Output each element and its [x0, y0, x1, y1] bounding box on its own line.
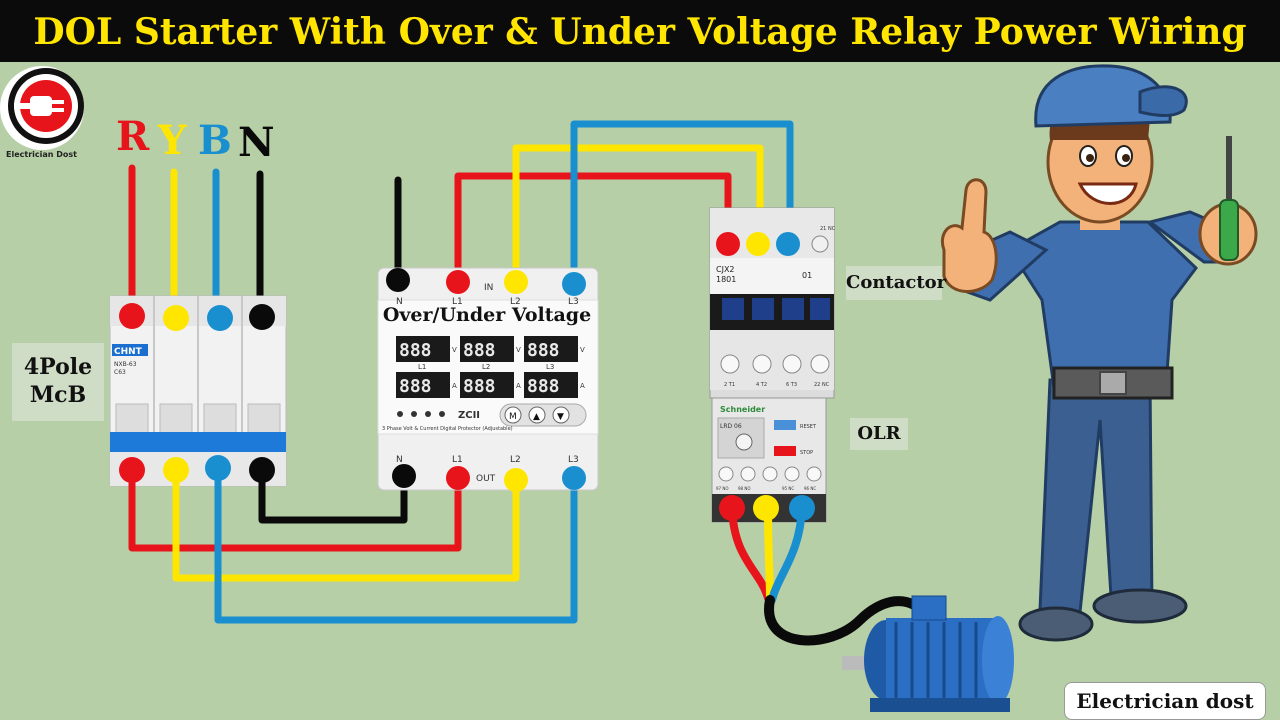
relay-top-terminals	[386, 268, 586, 296]
mcb-model: NXB-63	[114, 361, 137, 368]
relay-terminal-l2-top: L2	[510, 297, 521, 307]
olr-term-2: 98 NO	[738, 486, 751, 491]
olr-label: OLR	[850, 418, 908, 450]
relay-button-up: ▲	[533, 412, 540, 422]
relay-bottom-terminals	[392, 464, 586, 492]
unit-a-1: A	[452, 382, 457, 390]
olr-model: LRD 06	[720, 423, 742, 430]
olr-to-motor-wires	[728, 504, 935, 646]
relay-terminal-n-bottom: N	[396, 455, 403, 465]
contactor-aux: 01	[802, 271, 812, 280]
display-v-l3: 888	[527, 340, 560, 361]
contactor: CJX2 1801 01 2 T1 4 T2 6 T3 22 NC 21 NC	[709, 207, 836, 399]
relay-terminal-l1-bottom: L1	[452, 455, 463, 465]
brand-watermark: Electrician dost	[1064, 682, 1266, 720]
unit-a-3: A	[580, 382, 585, 390]
phase-label-b: B	[198, 117, 232, 164]
olr-term-3: 95 NC	[782, 486, 794, 491]
sub-label-l1: L1	[418, 363, 426, 371]
voltage-relay: IN OUT N L1 L2 L3 888 888 888 888 888 88…	[377, 267, 599, 491]
olr-term-1: 97 NO	[716, 486, 729, 491]
phase-label-r: R	[116, 113, 150, 160]
phase-label-n: N	[238, 119, 275, 166]
relay-terminal-l3-bottom: L3	[568, 455, 579, 465]
technician-icon	[941, 64, 1258, 642]
motor-icon	[842, 595, 1014, 712]
unit-v-2: V	[516, 346, 521, 354]
contactor-term-b4: 22 NC	[814, 382, 830, 388]
phase-label-y: Y	[157, 117, 187, 164]
page-title: DOL Starter With Over & Under Voltage Re…	[33, 11, 1247, 53]
olr-term-4: 96 NC	[804, 486, 816, 491]
sub-label-l3: L3	[546, 363, 554, 371]
relay-button-down: ▼	[557, 412, 564, 422]
contactor-term-t4: 21 NC	[820, 226, 836, 232]
olr-bottom-terminals	[719, 495, 815, 521]
contactor-term-b3: 6 T3	[786, 382, 797, 388]
unit-v-3: V	[580, 346, 585, 354]
display-v-l1: 888	[399, 340, 432, 361]
relay-displays: 888 888 888 888 888 888 V V V A A A L1 L…	[396, 336, 585, 398]
olr-reset: RESET	[800, 424, 817, 430]
plug-icon	[0, 66, 84, 150]
relay-out-label: OUT	[476, 474, 496, 484]
contactor-term-b1: 2 T1	[724, 382, 735, 388]
relay-terminal-l2-bottom: L2	[510, 455, 521, 465]
mcb-top-terminals	[119, 303, 275, 331]
relay-in-label: IN	[484, 283, 493, 293]
mcb-to-relay-wires	[128, 466, 578, 624]
sub-label-l2: L2	[482, 363, 490, 371]
contactor-term-b2: 4 T2	[756, 382, 767, 388]
olr-stop: STOP	[800, 450, 813, 456]
display-a-l1: 888	[399, 376, 432, 397]
relay-button-m: M	[509, 412, 517, 422]
relay-terminal-n-top: N	[396, 297, 403, 307]
relay-buttons[interactable]: M ▲ ▼	[499, 403, 587, 427]
title-bar	[0, 0, 1280, 62]
unit-v-1: V	[452, 346, 457, 354]
display-v-l2: 888	[463, 340, 496, 361]
display-a-l3: 888	[527, 376, 560, 397]
mcb-rating: C63	[114, 369, 126, 376]
contactor-model: CJX2	[716, 265, 735, 274]
relay-terminal-l3-top: L3	[568, 297, 579, 307]
unit-a-2: A	[516, 382, 521, 390]
logo-caption: Electrician Dost	[6, 150, 77, 159]
supply-wires	[128, 164, 264, 316]
contactor-model-2: 1801	[716, 275, 736, 284]
contactor-top-terminals	[716, 232, 800, 256]
mcb-bottom-terminals	[119, 455, 275, 483]
relay-brand: ZCII	[458, 410, 480, 421]
voltage-relay-title: Over/Under Voltage	[382, 304, 592, 326]
mcb-brand: CHNT	[114, 347, 143, 357]
contactor-label: Contactor	[846, 266, 946, 300]
relay-description: 3 Phase Volt & Current Digital Protector…	[382, 426, 513, 432]
olr-brand: Schneider	[720, 405, 765, 414]
relay-terminal-l1-top: L1	[452, 297, 463, 307]
display-a-l2: 888	[463, 376, 496, 397]
